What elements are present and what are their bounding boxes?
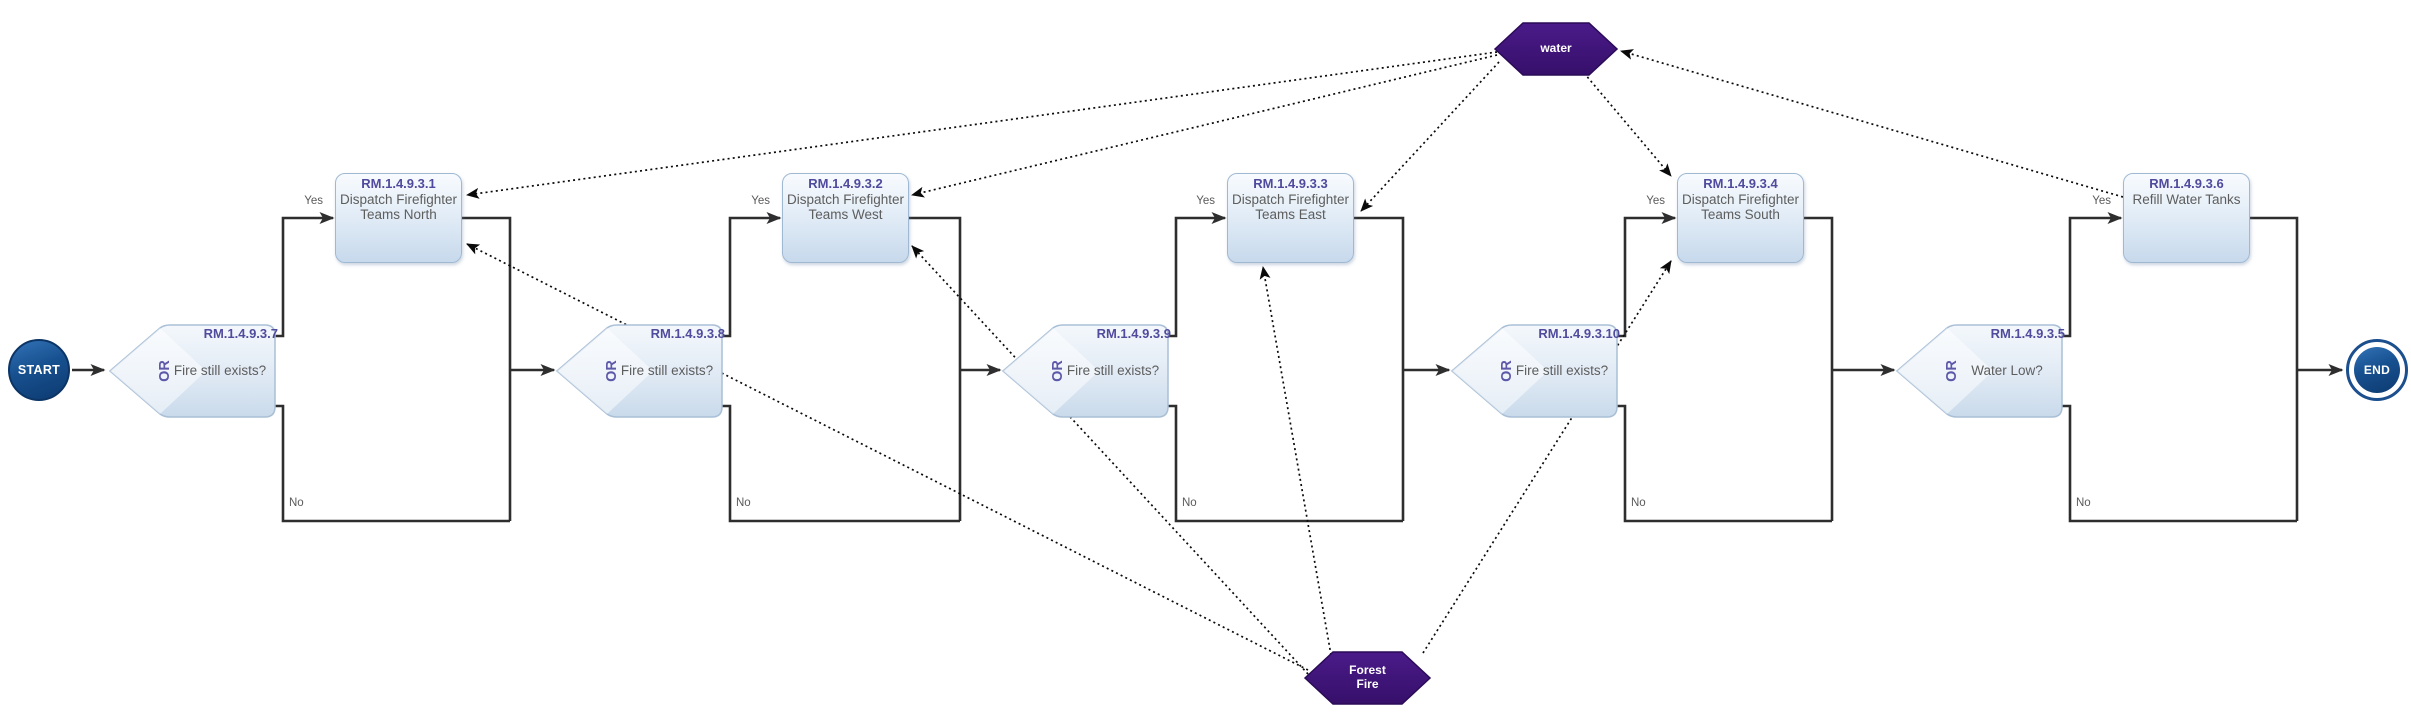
end-event-label: END <box>2363 363 2391 377</box>
no-branch-label: No <box>736 497 751 509</box>
yes-connector-5 <box>2057 212 2123 338</box>
gateway-question: Fire still exists? <box>1515 363 1609 379</box>
task-id: RM.1.4.9.3.1 <box>361 176 436 191</box>
task-out-connector-2 <box>909 216 962 521</box>
gateway-id: RM.1.4.9.3.10 <box>1538 326 1620 341</box>
no-branch-label: No <box>2076 497 2091 509</box>
fire-to-task4-flow <box>1422 260 1672 654</box>
start-event-label: START <box>17 363 61 377</box>
gateway-shape-4[interactable] <box>1450 324 1618 418</box>
yes-branch-label: Yes <box>304 195 323 207</box>
fire-to-task1-flow <box>466 243 1309 671</box>
yes-connector-2 <box>717 212 782 338</box>
yes-connector-1 <box>270 212 335 338</box>
gateway-shape-3[interactable] <box>1001 324 1169 418</box>
gateway-question: Fire still exists? <box>620 363 714 379</box>
task-refill-water-tanks[interactable]: RM.1.4.9.3.6 Refill Water Tanks <box>2123 173 2250 263</box>
fire-to-task3-flow <box>1259 266 1332 656</box>
yes-branch-label: Yes <box>751 195 770 207</box>
refill-to-water-flow <box>1620 49 2124 198</box>
no-branch-label: No <box>1631 497 1646 509</box>
task-label: Dispatch Firefighter Teams East <box>1231 191 1350 223</box>
no-connector-5 <box>2057 404 2297 523</box>
yes-branch-label: Yes <box>1196 195 1215 207</box>
gateway-id: RM.1.4.9.3.7 <box>203 326 278 341</box>
task-id: RM.1.4.9.3.4 <box>1703 176 1778 191</box>
start-event[interactable]: START <box>8 339 70 401</box>
task-id: RM.1.4.9.3.2 <box>808 176 883 191</box>
no-branch-label: No <box>289 497 304 509</box>
end-event-inner-circle: END <box>2354 347 2400 393</box>
no-branch-label: No <box>1182 497 1197 509</box>
gateway-question: Fire still exists? <box>1066 363 1160 379</box>
end-event[interactable]: END <box>2346 339 2408 401</box>
gateway-question: Fire still exists? <box>173 363 267 379</box>
task-dispatch-west[interactable]: RM.1.4.9.3.2 Dispatch Firefighter Teams … <box>782 173 909 263</box>
yes-connector-3 <box>1163 212 1227 338</box>
task-id: RM.1.4.9.3.3 <box>1253 176 1328 191</box>
forest-fire-resource-label: Forest Fire <box>1349 663 1386 691</box>
water-to-task2-flow <box>911 54 1498 198</box>
task-label: Dispatch Firefighter Teams North <box>339 191 458 223</box>
gateway-id: RM.1.4.9.3.9 <box>1096 326 1171 341</box>
gateway-shape-5[interactable] <box>1895 324 2063 418</box>
water-resource-label: water <box>1540 41 1572 56</box>
task-dispatch-north[interactable]: RM.1.4.9.3.1 Dispatch Firefighter Teams … <box>335 173 462 263</box>
task-out-connector-3 <box>1354 216 1405 521</box>
task-out-connector-1 <box>462 216 512 521</box>
water-resource-label-box: water <box>1495 23 1617 75</box>
task-dispatch-east[interactable]: RM.1.4.9.3.3 Dispatch Firefighter Teams … <box>1227 173 1354 263</box>
forest-fire-resource-label-box: Forest Fire <box>1305 652 1430 704</box>
no-connector-2 <box>717 404 960 523</box>
task-label: Refill Water Tanks <box>2132 191 2241 207</box>
gateway-id: RM.1.4.9.3.8 <box>650 326 725 341</box>
yes-branch-label: Yes <box>1646 195 1665 207</box>
task-out-connector-5 <box>2250 216 2299 521</box>
no-connector-4 <box>1612 404 1832 523</box>
water-to-task4-flow <box>1583 72 1672 177</box>
no-connector-1 <box>270 404 510 523</box>
gateway-shape-1[interactable] <box>108 324 276 418</box>
water-to-task3-flow <box>1360 61 1500 212</box>
task-out-connector-4 <box>1804 216 1834 521</box>
gateway-question: Water Low? <box>1971 363 2043 379</box>
water-resource-hexagon[interactable] <box>1493 22 1619 76</box>
yes-connector-4 <box>1612 212 1677 338</box>
task-id: RM.1.4.9.3.6 <box>2149 176 2224 191</box>
yes-branch-label: Yes <box>2092 195 2111 207</box>
water-to-task1-flow <box>466 51 1498 199</box>
forest-fire-resource-hexagon[interactable] <box>1303 651 1432 705</box>
task-label: Dispatch Firefighter Teams South <box>1681 191 1800 223</box>
fire-to-task2-flow <box>911 245 1309 675</box>
gateway-id: RM.1.4.9.3.5 <box>1990 326 2065 341</box>
no-connector-3 <box>1163 404 1403 523</box>
task-dispatch-south[interactable]: RM.1.4.9.3.4 Dispatch Firefighter Teams … <box>1677 173 1804 263</box>
task-label: Dispatch Firefighter Teams West <box>786 191 905 223</box>
gateway-shape-2[interactable] <box>555 324 723 418</box>
